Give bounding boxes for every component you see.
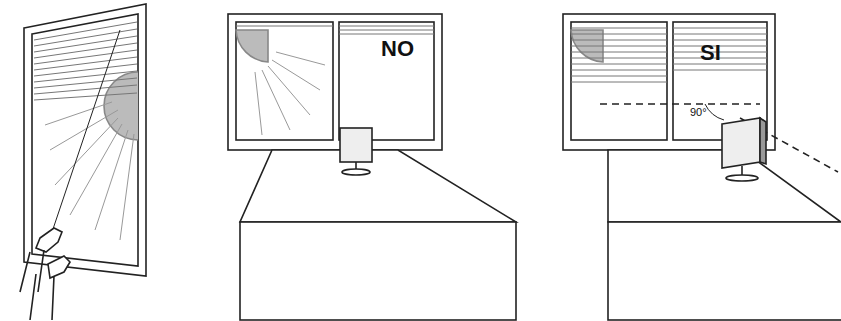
blind-slat <box>571 34 667 35</box>
window-pane <box>339 22 434 140</box>
blind-slat <box>571 70 667 71</box>
blind-slat <box>339 30 434 31</box>
hand <box>30 256 70 320</box>
sun-ray <box>45 102 112 125</box>
window-frame <box>24 4 146 276</box>
sun-ray <box>276 52 325 65</box>
sun <box>236 30 268 62</box>
sun-ray <box>50 110 118 150</box>
blind-slat <box>571 46 667 47</box>
verdict-label: NO <box>381 36 414 62</box>
sun-ray <box>70 124 122 215</box>
blind-slat <box>34 71 137 82</box>
blind-slat <box>34 57 137 70</box>
window-inner-frame <box>32 14 138 266</box>
left-window <box>20 4 146 320</box>
blind-slat <box>339 34 434 35</box>
monitor-side <box>760 118 766 164</box>
blind-slat <box>571 76 667 77</box>
window-pane <box>236 22 333 140</box>
monitor-base <box>726 175 758 181</box>
sun-ray <box>255 72 262 135</box>
verdict-label: SI <box>700 40 721 66</box>
angle-arc <box>705 104 724 120</box>
sun-ray <box>268 66 310 115</box>
blind-slat <box>34 64 137 76</box>
right-scene <box>563 14 841 320</box>
blind-slat <box>673 70 767 71</box>
sun-rays <box>255 52 325 135</box>
sun <box>104 72 138 140</box>
blind-slat <box>571 28 667 29</box>
blind-slat <box>34 43 137 58</box>
blind-slat <box>571 52 667 53</box>
monitor-screen <box>340 128 372 162</box>
blind-slat <box>673 34 767 35</box>
sun-ray <box>272 60 320 90</box>
blind-slat <box>339 26 434 27</box>
window-line <box>600 103 760 105</box>
blind-slat <box>571 64 667 65</box>
blind-cord <box>52 30 120 232</box>
window-pane <box>571 22 667 140</box>
blind-slat <box>571 40 667 41</box>
blinds <box>571 28 767 82</box>
monitor-base <box>342 169 370 175</box>
blind-slat <box>34 29 137 46</box>
blind-slat <box>571 82 667 83</box>
blinds <box>34 22 137 100</box>
blind-slat <box>34 36 137 52</box>
sun-ray <box>120 134 134 240</box>
window-frame <box>228 14 442 150</box>
blind-slat <box>673 28 767 29</box>
middle-scene <box>228 14 516 320</box>
blind-slat <box>34 93 137 100</box>
desk-top <box>240 150 516 222</box>
blind-slat <box>236 26 333 27</box>
desk-front <box>608 222 841 320</box>
blind-slat <box>34 50 137 64</box>
desk-front <box>240 222 516 320</box>
monitor-screen <box>722 118 760 168</box>
blinds <box>236 26 434 34</box>
angle-label: 90° <box>690 106 707 118</box>
sun-rays <box>45 102 134 240</box>
blind-slat <box>34 85 137 94</box>
sun-ray <box>262 70 290 130</box>
blind-slat <box>571 58 667 59</box>
